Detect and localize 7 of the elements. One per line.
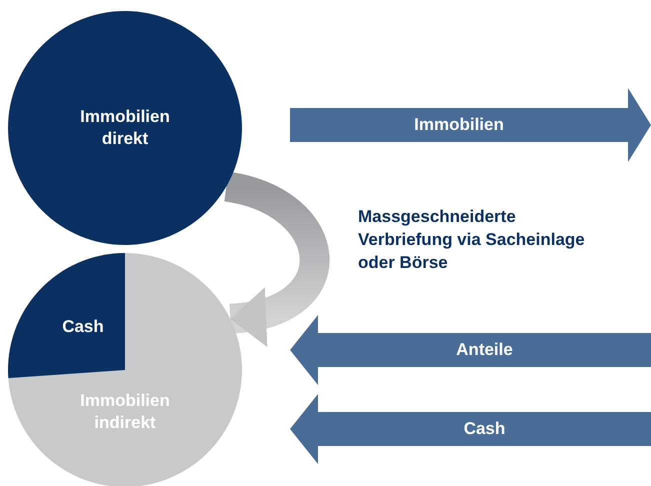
node-label: Immobilien direkt: [79, 106, 171, 150]
node-label: Anteile: [455, 339, 514, 361]
node-label: Cash: [61, 316, 105, 338]
node-label: Cash: [462, 418, 506, 440]
edge-label: Massgeschneiderte Verbriefung via Sacheinlage oder Börse: [358, 206, 586, 274]
node-label: Immobilien: [413, 114, 505, 136]
curved-arrow: [223, 172, 330, 344]
